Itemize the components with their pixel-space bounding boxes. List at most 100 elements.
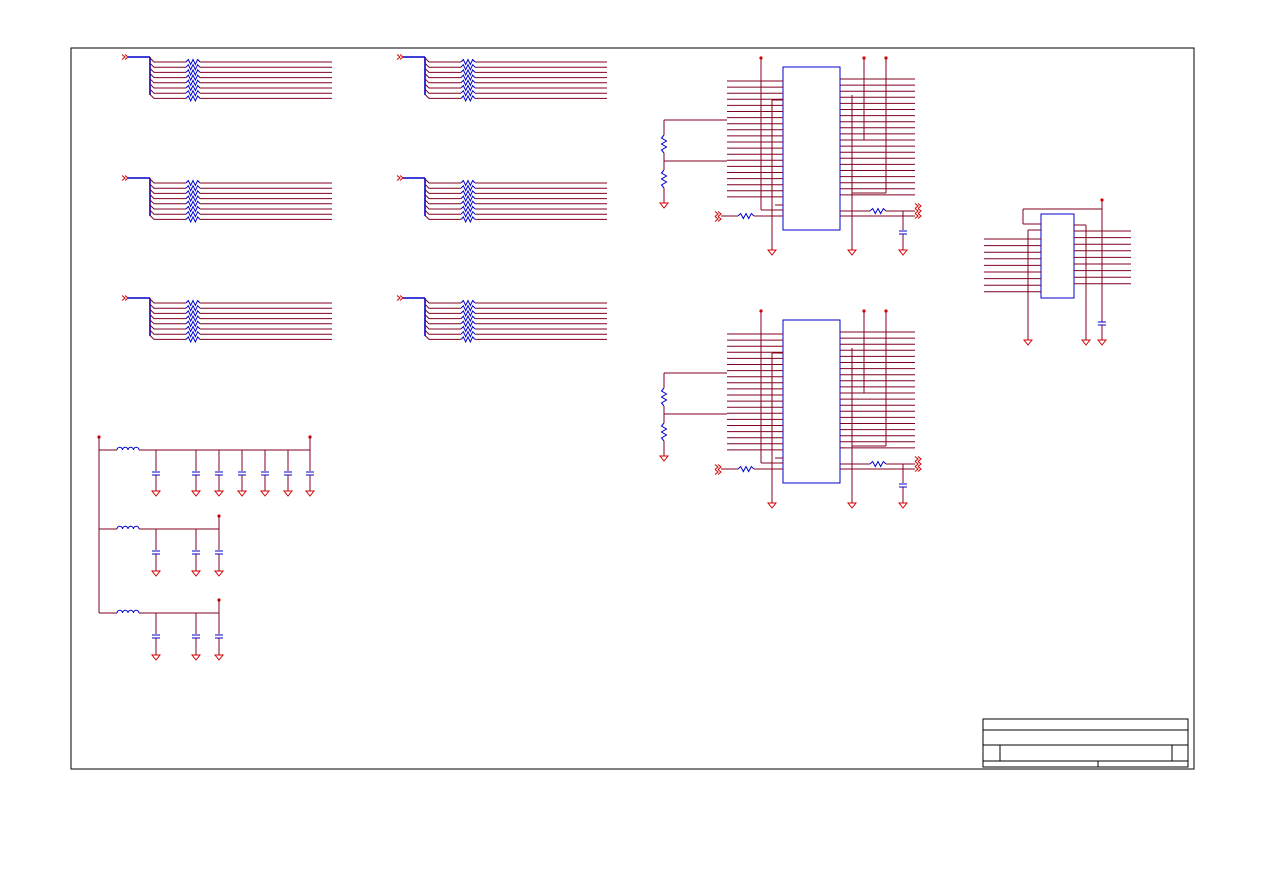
- net-line: [424, 88, 461, 94]
- ground-symbol: [190, 490, 202, 497]
- power-filter-block: [97, 435, 316, 661]
- network-resistor: [460, 194, 476, 203]
- inductor: [116, 446, 140, 451]
- port-arrow: [917, 208, 922, 214]
- ground-symbol: [658, 455, 670, 462]
- power-symbol: [862, 309, 866, 313]
- network-resistor: [185, 304, 201, 312]
- port-arrow: [917, 461, 922, 467]
- net-line: [424, 189, 461, 194]
- network-resistor: [460, 330, 476, 338]
- network-resistor: [185, 189, 201, 198]
- net-line: [424, 319, 461, 325]
- port-arrow: [914, 213, 919, 219]
- net-line: [149, 194, 186, 200]
- network-resistor: [460, 73, 476, 82]
- series-resistor: [737, 465, 755, 473]
- ground-symbol: [766, 502, 778, 509]
- ground-symbol: [897, 249, 909, 256]
- ground-symbol: [190, 570, 202, 577]
- power-symbol: [759, 309, 763, 313]
- net-line: [149, 215, 186, 220]
- net-line: [424, 199, 461, 205]
- net-line: [424, 83, 461, 89]
- ic-body: [782, 319, 841, 484]
- port-arrow: [917, 213, 922, 219]
- resistor-network-group: [396, 54, 607, 103]
- network-resistor: [460, 179, 476, 187]
- network-resistor: [460, 215, 476, 224]
- network-resistor: [185, 58, 201, 66]
- port-arrow: [717, 211, 722, 217]
- network-resistor: [185, 325, 201, 333]
- port-arrow: [121, 175, 126, 181]
- ground-symbol: [150, 490, 162, 497]
- port-arrow: [714, 211, 719, 217]
- net-line: [149, 78, 186, 84]
- net-line: [149, 309, 186, 314]
- network-resistor: [185, 94, 201, 103]
- ic-u2-block: [658, 309, 922, 509]
- port-arrow: [714, 464, 719, 470]
- series-resistor: [869, 460, 887, 468]
- net-line: [149, 189, 186, 194]
- inductor: [116, 609, 140, 614]
- net-line: [149, 319, 186, 325]
- port-arrow: [917, 456, 922, 462]
- title-block: [982, 718, 1189, 768]
- net-line: [424, 78, 461, 84]
- net-line: [149, 314, 186, 320]
- net-line: [149, 303, 186, 309]
- divider-resistor: [660, 169, 668, 189]
- network-resistor: [460, 210, 476, 218]
- divider-resistor: [660, 387, 668, 407]
- network-resistor: [460, 58, 476, 66]
- port-arrow: [396, 54, 401, 60]
- net-line: [424, 183, 461, 189]
- network-resistor: [185, 320, 201, 328]
- net-line: [424, 209, 461, 215]
- net-line: [149, 209, 186, 215]
- ground-symbol: [1096, 339, 1108, 346]
- ground-symbol: [766, 249, 778, 256]
- ground-symbol: [304, 490, 316, 497]
- port-arrow: [121, 295, 126, 301]
- net-line: [424, 57, 461, 63]
- net-line: [149, 68, 186, 73]
- network-resistor: [460, 68, 476, 77]
- net-line: [149, 324, 186, 330]
- ground-symbol: [897, 502, 909, 509]
- net-line: [149, 57, 186, 63]
- series-resistor: [869, 207, 887, 215]
- port-arrow: [714, 216, 719, 222]
- net-line: [149, 204, 186, 210]
- network-resistor: [460, 189, 476, 198]
- power-symbol: [759, 56, 763, 60]
- port-arrow: [396, 175, 401, 181]
- resistor-network-group: [396, 295, 607, 344]
- power-symbol: [884, 56, 888, 60]
- ground-symbol: [1080, 339, 1092, 346]
- ground-symbol: [213, 490, 225, 497]
- network-resistor: [460, 63, 476, 71]
- port-arrow: [717, 469, 722, 475]
- net-line: [424, 329, 461, 335]
- network-resistor: [460, 184, 476, 192]
- ic-body: [1040, 213, 1075, 299]
- network-resistor: [185, 184, 201, 192]
- network-resistor: [185, 79, 201, 87]
- power-symbol: [1100, 198, 1104, 202]
- inductor: [116, 525, 140, 530]
- network-resistor: [185, 205, 201, 213]
- network-resistor: [460, 335, 476, 344]
- resistor-network-group: [396, 175, 607, 224]
- port-arrow: [917, 466, 922, 472]
- net-line: [424, 215, 461, 220]
- net-line: [149, 335, 186, 340]
- network-resistor: [185, 200, 201, 208]
- network-resistor: [460, 314, 476, 323]
- network-resistor: [460, 84, 476, 92]
- net-line: [424, 204, 461, 210]
- port-arrow: [717, 216, 722, 222]
- ground-symbol: [282, 490, 294, 497]
